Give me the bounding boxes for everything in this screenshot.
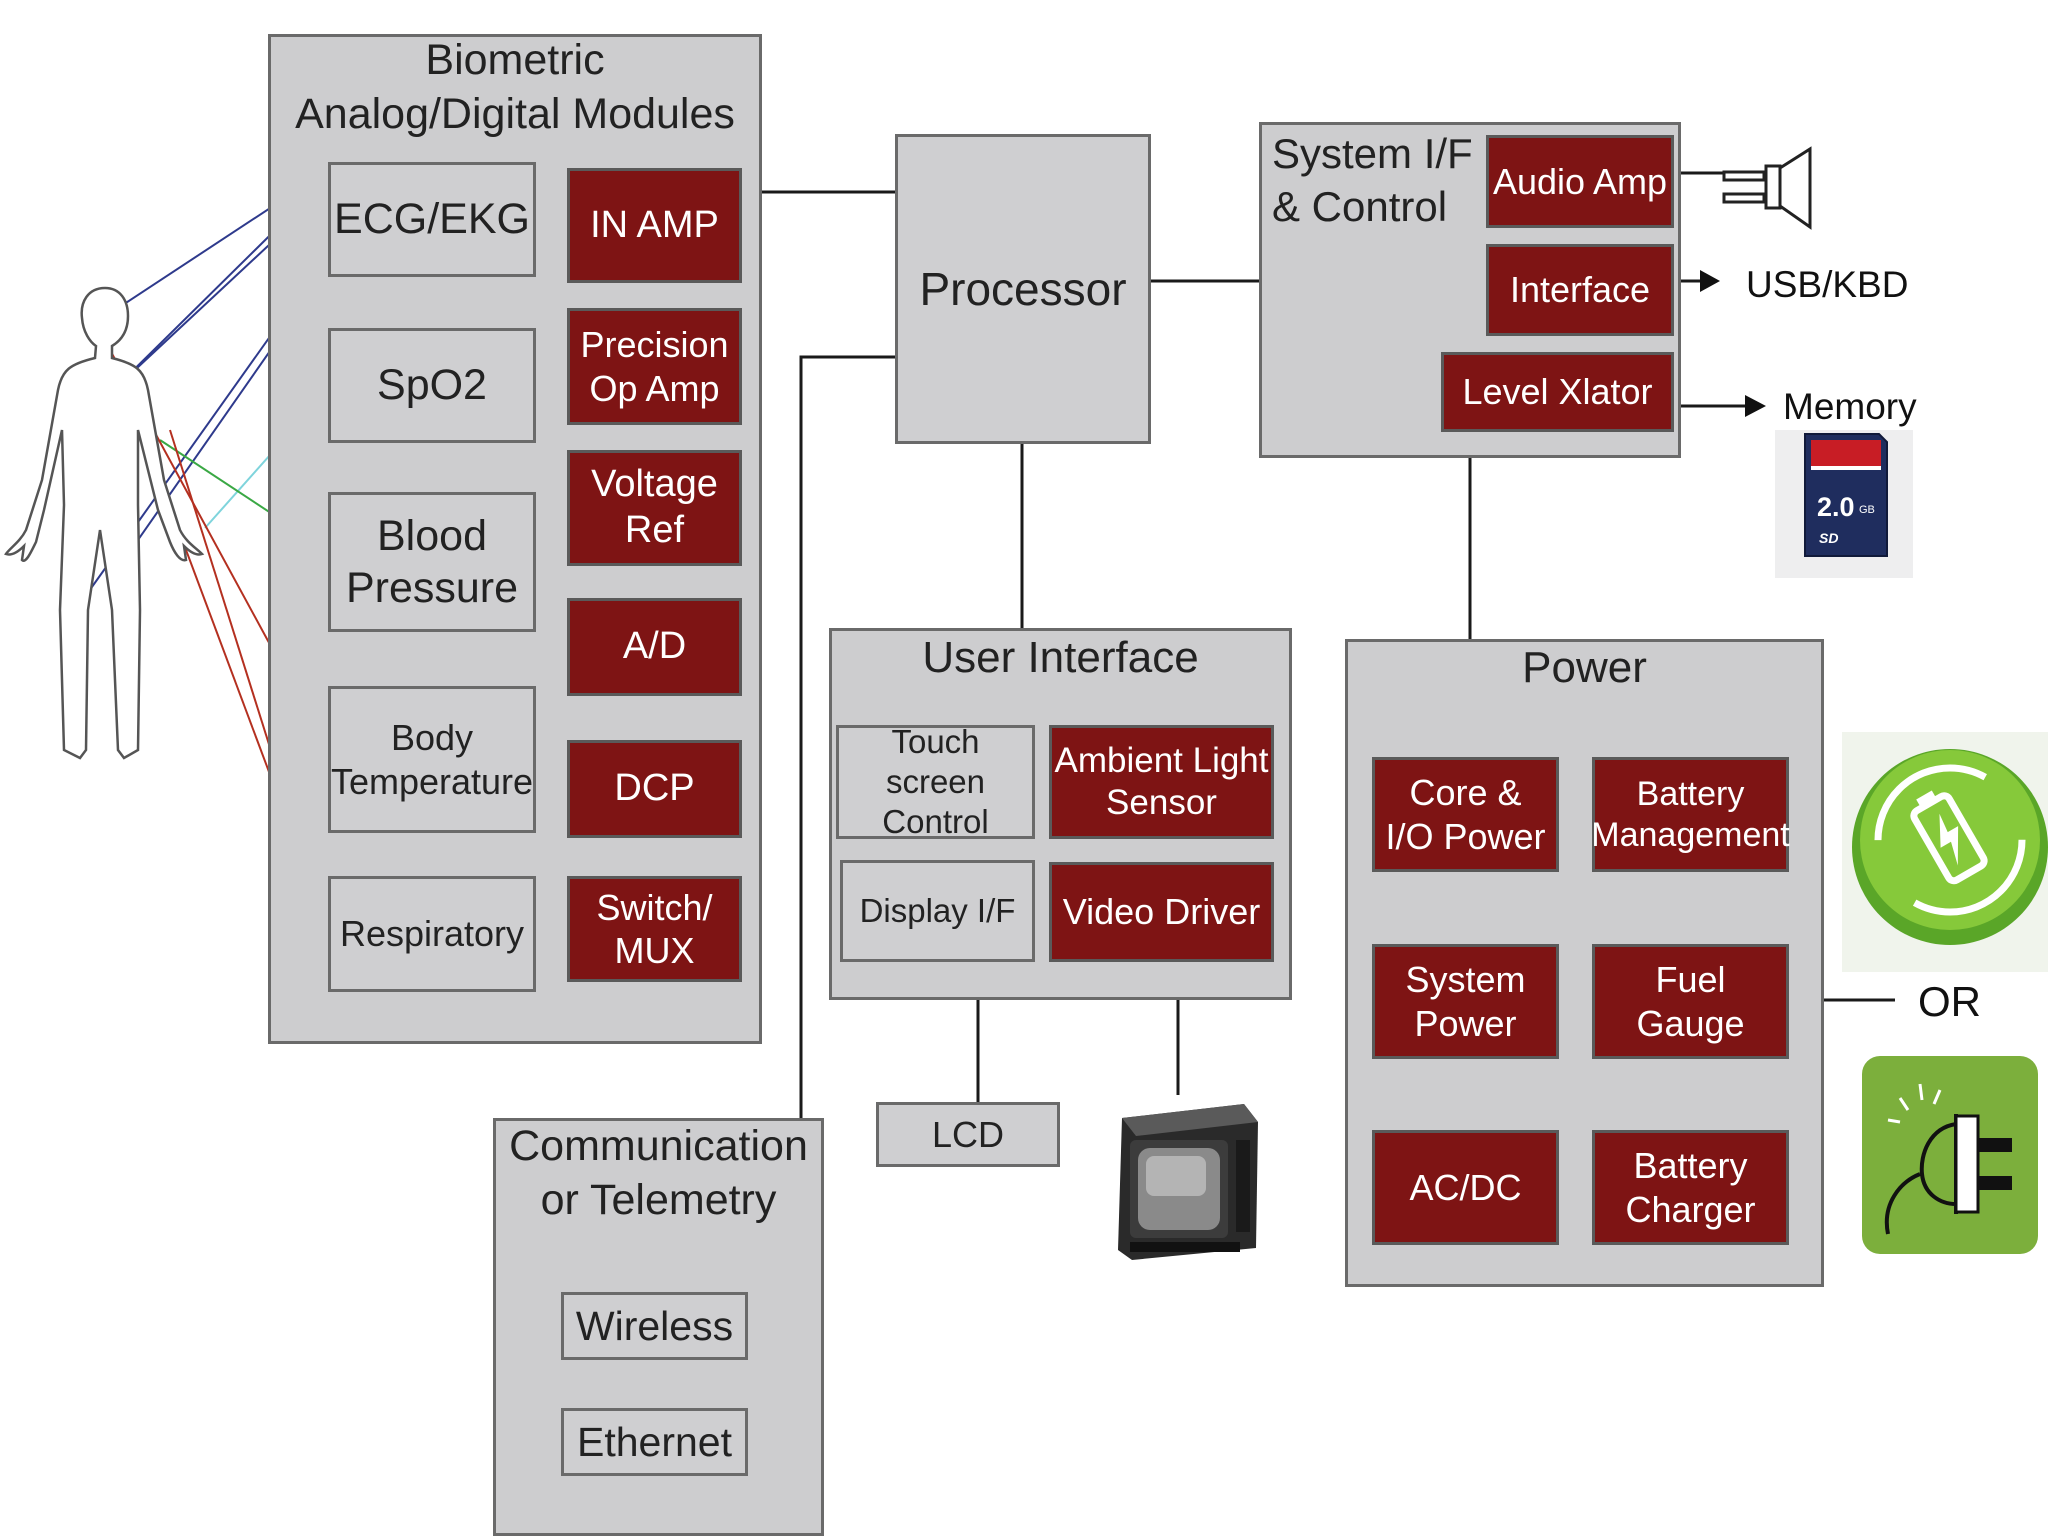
fuel-gauge-block: Fuel Gauge bbox=[1592, 944, 1789, 1059]
ethernet-block: Ethernet bbox=[561, 1408, 748, 1476]
speaker-icon bbox=[1722, 146, 1812, 230]
arrow-usb bbox=[1700, 270, 1720, 292]
body-temperature-sensor: Body Temperature bbox=[328, 686, 536, 833]
blood-pressure-sensor: Blood Pressure bbox=[328, 492, 536, 632]
human-body-icon bbox=[4, 286, 205, 760]
audio-amp-block: Audio Amp bbox=[1486, 135, 1674, 228]
level-xlator-block: Level Xlator bbox=[1441, 352, 1674, 432]
voltage-ref-block: Voltage Ref bbox=[567, 450, 742, 566]
sd-card-icon: 2.0 GB SD bbox=[1775, 430, 1913, 578]
user-interface-title: User Interface bbox=[922, 633, 1199, 682]
usb-kbd-label: USB/KBD bbox=[1746, 264, 1909, 305]
respiratory-sensor: Respiratory bbox=[328, 876, 536, 992]
rechargeable-battery-icon bbox=[1842, 732, 2048, 972]
switch-mux-block: Switch/ MUX bbox=[567, 876, 742, 982]
battery-charger-block: Battery Charger bbox=[1592, 1130, 1789, 1245]
lcd-block: LCD bbox=[876, 1102, 1060, 1167]
battery-management-block: Battery Management bbox=[1591, 757, 1790, 872]
dcp-block: DCP bbox=[567, 740, 742, 838]
sd-unit: GB bbox=[1859, 504, 1875, 516]
ecg-ekg-sensor: ECG/EKG bbox=[328, 162, 536, 277]
sd-logo: SD bbox=[1819, 530, 1839, 546]
crt-monitor-icon bbox=[1118, 1104, 1258, 1260]
biometric-title: Biometric Analog/Digital Modules bbox=[295, 36, 735, 138]
power-plug-icon bbox=[1862, 1056, 2038, 1254]
arrow-memory bbox=[1745, 395, 1766, 417]
core-io-power-block: Core & I/O Power bbox=[1372, 757, 1559, 872]
system-if-title: System I/F & Control bbox=[1272, 130, 1473, 230]
video-driver-block: Video Driver bbox=[1049, 862, 1274, 962]
interface-block: Interface bbox=[1486, 244, 1674, 336]
communication-title: Communication or Telemetry bbox=[509, 1122, 808, 1224]
sd-capacity: 2.0 bbox=[1817, 492, 1855, 522]
wireless-block: Wireless bbox=[561, 1292, 748, 1360]
in-amp-block: IN AMP bbox=[567, 168, 742, 283]
ad-converter-block: A/D bbox=[567, 598, 742, 696]
or-label: OR bbox=[1918, 978, 1981, 1025]
power-title: Power bbox=[1522, 643, 1647, 692]
system-power-block: System Power bbox=[1372, 944, 1559, 1059]
ambient-light-sensor-block: Ambient Light Sensor bbox=[1049, 725, 1274, 839]
memory-label: Memory bbox=[1783, 386, 1917, 427]
spo2-sensor: SpO2 bbox=[328, 328, 536, 443]
ac-dc-block: AC/DC bbox=[1372, 1130, 1559, 1245]
precision-op-amp-block: Precision Op Amp bbox=[567, 308, 742, 425]
touch-screen-control-block: Touch screen Control bbox=[836, 723, 1035, 840]
display-if-block: Display I/F bbox=[840, 860, 1035, 962]
processor-block: Processor bbox=[895, 134, 1151, 444]
wire-processor-comm bbox=[799, 355, 898, 1120]
